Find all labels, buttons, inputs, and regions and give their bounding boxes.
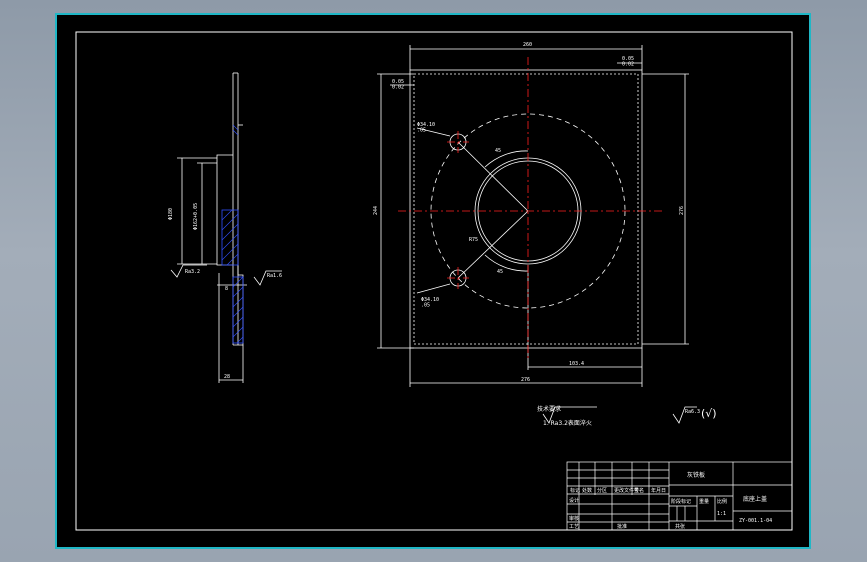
plan-angle-top: 45 bbox=[495, 148, 501, 154]
side-roughness-right: Ra1.6 bbox=[267, 273, 282, 279]
drawing-canvas[interactable]: Φ180 Φ162+0.05 28 8 Ra3.2 Ra1.6 bbox=[57, 15, 809, 547]
tb-drawing-number: ZY-001.1-04 bbox=[739, 518, 772, 524]
plan-angle-bottom: 45 bbox=[497, 269, 503, 275]
tb-material: 灰铁板 bbox=[687, 471, 705, 479]
plan-hole-note-top: Φ34.10.05 bbox=[417, 122, 435, 134]
side-dim-inner: Φ162+0.05 bbox=[193, 203, 199, 230]
tb-scale-label: 比例 bbox=[717, 498, 727, 505]
title-block bbox=[566, 461, 793, 531]
side-dim-step: 8 bbox=[225, 286, 228, 292]
tb-label-approve: 批准 bbox=[617, 523, 627, 530]
general-roughness: Ra6.3 bbox=[685, 409, 700, 415]
tb-label-change-doc: 更改文件号 bbox=[614, 487, 639, 494]
side-view-hatch bbox=[221, 124, 244, 344]
side-dim-thickness: 28 bbox=[224, 374, 230, 380]
tb-sheet-label: 共张 bbox=[675, 523, 685, 530]
notes-item-1: 1. Ra3.2表面淬火 bbox=[543, 419, 592, 427]
tb-stage-label: 阶段标记 bbox=[671, 498, 691, 505]
tb-label-review: 审核 bbox=[569, 515, 579, 522]
plan-dim-left-height: 244 bbox=[373, 206, 379, 215]
drawing-frame bbox=[75, 31, 793, 531]
side-roughness-left: Ra3.2 bbox=[185, 269, 200, 275]
tb-label-mark: 标记 bbox=[570, 487, 580, 494]
cad-viewport[interactable]: Φ180 Φ162+0.05 28 8 Ra3.2 Ra1.6 bbox=[55, 13, 811, 549]
plan-view bbox=[377, 45, 697, 424]
tb-label-count: 处数 bbox=[582, 487, 592, 494]
general-roughness-mark: (√) bbox=[701, 407, 717, 420]
plan-dim-right-height: 276 bbox=[679, 206, 685, 215]
plan-centerlines bbox=[398, 57, 664, 360]
side-dim-total: Φ180 bbox=[168, 208, 174, 220]
plan-dim-bottom-width: 276 bbox=[521, 377, 530, 383]
side-view bbox=[170, 72, 282, 383]
plan-dim-offset: 103.4 bbox=[569, 361, 584, 367]
plan-radius-note: R75 bbox=[469, 237, 478, 243]
plan-dim-top-width: 260 bbox=[523, 42, 532, 48]
notes-title: 技术要求 bbox=[537, 405, 561, 413]
tb-scale-value: 1:1 bbox=[717, 511, 726, 517]
tb-label-date: 年月日 bbox=[651, 487, 666, 494]
tb-weight-label: 重量 bbox=[699, 498, 709, 505]
tb-label-design: 设计 bbox=[569, 497, 579, 504]
tb-drawing-name: 底座上盖 bbox=[743, 495, 767, 503]
plan-hole-note-bottom: Φ34.10.05 bbox=[421, 297, 439, 309]
tb-label-process: 工艺 bbox=[569, 524, 579, 530]
tb-label-zone: 分区 bbox=[597, 487, 607, 494]
tb-label-sign: 签名 bbox=[634, 487, 644, 494]
